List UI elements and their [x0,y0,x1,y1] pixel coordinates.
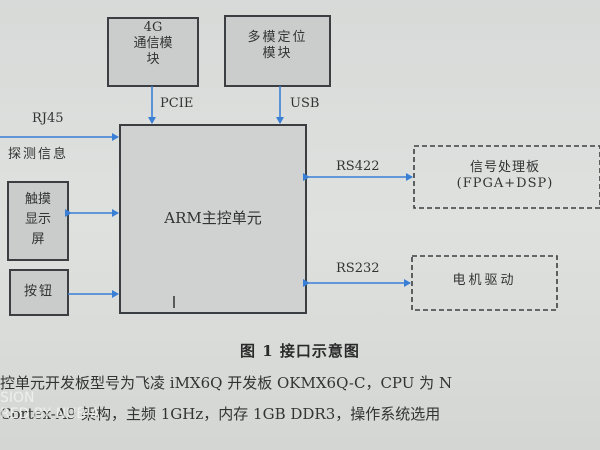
camera-watermark: SION RED BY NUBIA [0,390,100,422]
touch-screen-box [7,181,69,261]
button-text: 按钮 [23,284,54,299]
signal-processing-text: 信号处理板 (FPGA+DSP) [456,160,554,191]
motor-drive-text: 电机驱动 [452,273,517,288]
arm-main-box [119,124,307,314]
rs422-label: RS422 [336,159,380,174]
signal-processing-box [413,145,600,209]
button-box [9,269,69,316]
probe-info-label: 探测信息 [8,147,69,162]
rj45-label: RJ45 [32,111,64,126]
comm-4g-text: 4G 通信模 块 [133,20,173,67]
arm-main-text: ARM主控单元 [164,209,262,227]
figure-caption: 图 1 接口示意图 [240,342,360,360]
positioning-box [224,15,331,87]
body-line-2: Cortex-A9 架构，主频 1GHz，内存 1GB DDR3，操作系统选用 [0,405,441,423]
touch-screen-text: 触摸 显示 屏 [24,192,51,247]
pcie-label: PCIE [160,96,194,111]
motor-drive-box [411,255,558,311]
positioning-text: 多模定位 模块 [247,30,308,61]
usb-label: USB [290,96,320,111]
rs232-label: RS232 [336,261,380,276]
body-line-1: 控单元开发板型号为飞凌 iMX6Q 开发板 OKMX6Q-C，CPU 为 N [0,374,453,392]
watermark-line-2: RED BY NUBIA [0,406,100,422]
watermark-line-1: SION [0,390,35,406]
comm-4g-box [107,17,199,87]
